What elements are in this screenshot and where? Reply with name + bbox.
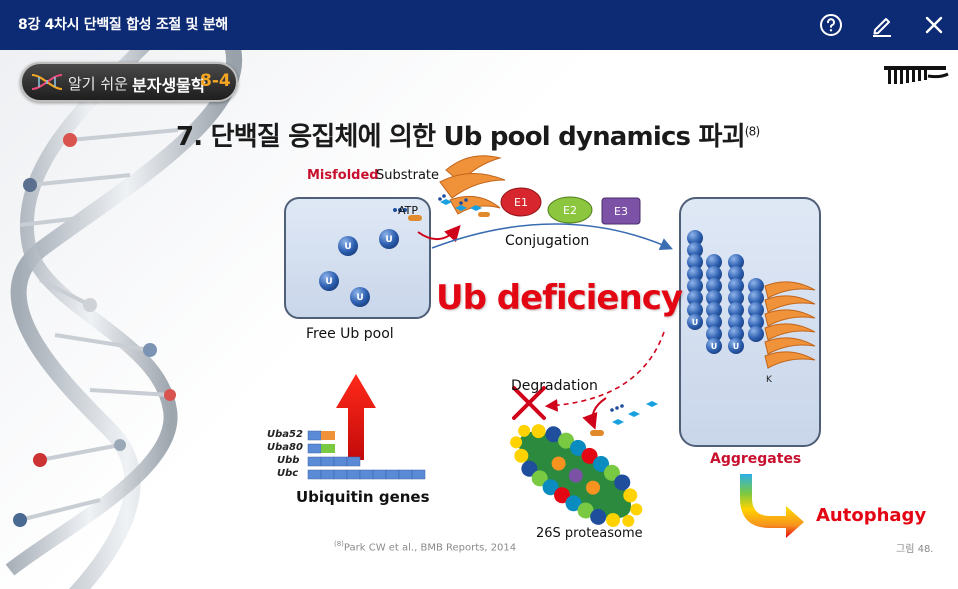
edit-button[interactable] (868, 11, 896, 39)
e3-enzyme (601, 197, 641, 225)
course-badge-name: 분자생물학 (132, 76, 206, 95)
ub-chain-small (393, 194, 490, 221)
gene-label-uba52: Uba52 (267, 429, 303, 440)
e2-enzyme (547, 196, 593, 224)
autophagy-label: Autophagy (816, 505, 927, 526)
atp-label: ATP (398, 204, 419, 217)
proteasome-label: 26S proteasome (536, 526, 643, 541)
enzymes: E1 E2 E3 (500, 187, 641, 225)
svg-text:U: U (733, 342, 740, 351)
ubiquitin-molecules: U U U U (319, 229, 399, 307)
aggregated-substrates (764, 281, 816, 369)
free-ub-pool-box (284, 197, 431, 319)
gene-label-ubb: Ubb (277, 455, 300, 466)
pencil-icon (873, 18, 891, 37)
e1-enzyme (500, 187, 542, 217)
ub-pool-diagram: U U U U (284, 155, 821, 538)
e1-label: E1 (514, 196, 528, 209)
gene-label-ubc: Ubc (277, 468, 299, 479)
gene-label-uba80: Uba80 (267, 442, 303, 453)
publisher-logo (884, 66, 949, 84)
misfolded-label: Misfolded (307, 168, 379, 183)
aggregated-ub-chains: U U U (687, 230, 764, 354)
citation-text: Park CW et al., BMB Reports, 2014 (343, 542, 517, 554)
degradation-arrow (544, 331, 665, 412)
slide-title-text: 7. 단백질 응집체에 의한 Ub pool dynamics 파괴 (176, 122, 746, 152)
course-badge-subtitle: 알기 쉬운 (68, 75, 128, 93)
autophagy-arrow-icon (740, 474, 804, 538)
lecture-slide: 알기 쉬운 분자생물학 8-4 7. 단백질 응집체에 의한 Ub pool d… (0, 50, 958, 589)
help-circle-icon (820, 14, 842, 36)
blocked-x-icon (512, 386, 546, 420)
ubiquitin-label: U (344, 242, 351, 252)
ub-chain-degradation (582, 397, 658, 436)
citation: (8)Park CW et al., BMB Reports, 2014 (334, 540, 516, 553)
svg-text:U: U (692, 318, 699, 327)
slide-title-reference: (8) (744, 124, 760, 139)
red-up-arrow-icon (336, 374, 376, 460)
top-bar: 8강 4차시 단백질 합성 조절 및 분해 (0, 0, 958, 50)
conjugation-arrow (431, 223, 673, 251)
ubiquitin-label: U (325, 277, 332, 287)
svg-text:U: U (711, 342, 718, 351)
slide-title: 7. 단백질 응집체에 의한 Ub pool dynamics 파괴(8) (176, 116, 760, 153)
e3-label: E3 (614, 205, 628, 218)
dna-logo-icon (31, 74, 63, 90)
degradation-label: Degradation (511, 378, 598, 394)
close-button[interactable] (920, 11, 948, 39)
course-badge: 알기 쉬운 분자생물학 8-4 (20, 62, 238, 102)
ubiquitin-label: U (356, 293, 363, 303)
conjugation-label: Conjugation (505, 233, 590, 249)
ubiquitin-gene-bars (307, 430, 426, 480)
figure-number: 그림 48. (896, 544, 934, 555)
free-ub-pool-label: Free Ub pool (306, 326, 394, 342)
close-icon (925, 16, 943, 34)
citation-ref: (8) (334, 540, 344, 548)
lysine-label: K (766, 375, 773, 385)
misfolded-substrate-shape (439, 155, 506, 215)
ubiquitin-label: U (385, 235, 392, 245)
e2-label: E2 (563, 204, 577, 217)
substrate-label: Substrate (376, 168, 440, 183)
aggregates-label: Aggregates (710, 451, 802, 467)
lecture-title: 8강 4차시 단백질 합성 조절 및 분해 (18, 17, 228, 33)
proteasome-shape (510, 424, 643, 527)
dna-helix-image (5, 50, 243, 589)
ub-deficiency-label: Ub deficiency (436, 278, 683, 318)
help-button[interactable] (817, 11, 845, 39)
course-badge-number: 8-4 (200, 71, 231, 91)
ubiquitin-genes-label: Ubiquitin genes (296, 488, 430, 506)
